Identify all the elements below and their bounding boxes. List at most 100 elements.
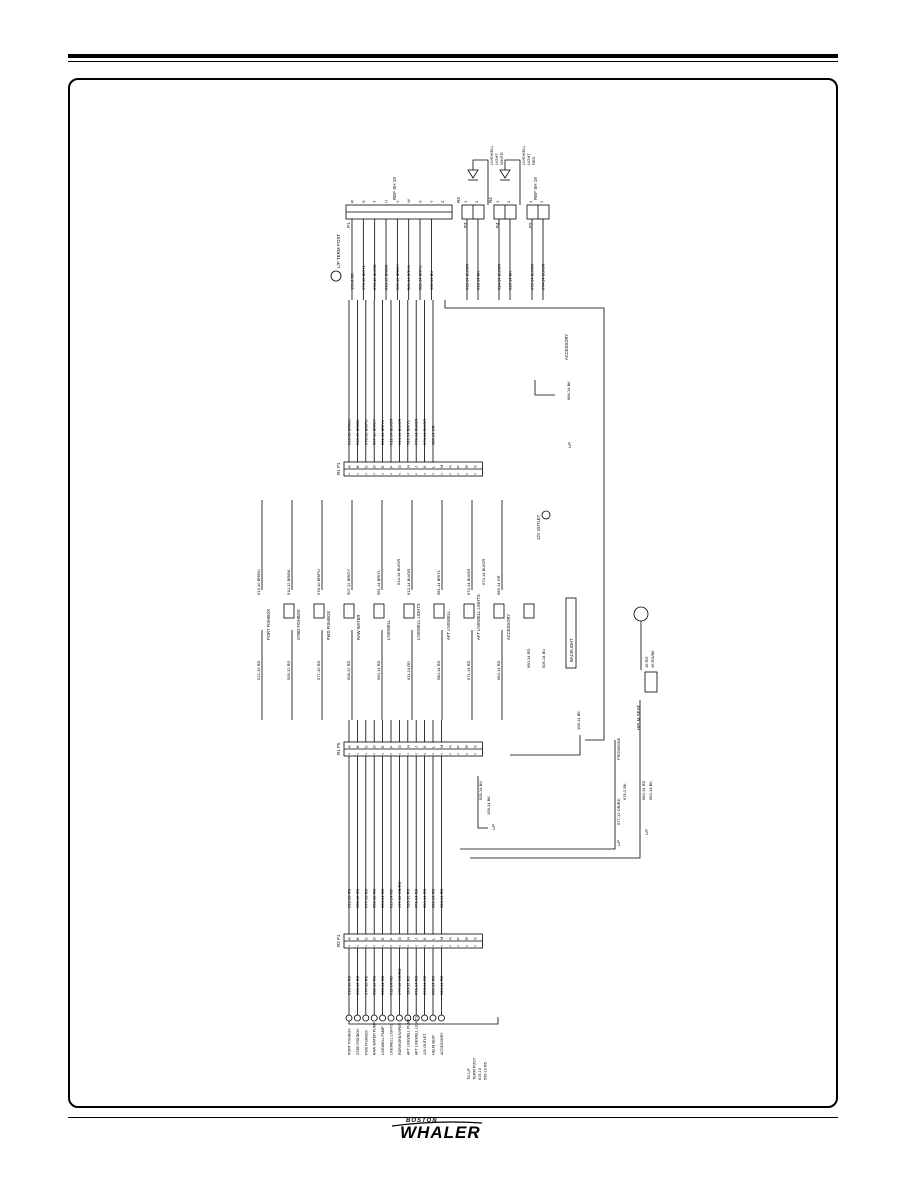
- right-wire-label: 513-10 BR/BU: [347, 419, 352, 445]
- switch-out-label: 578-10 BR/PU: [316, 569, 321, 595]
- left-connector-pin-label: G: [397, 937, 402, 940]
- left-connector-pin-label: C: [363, 937, 368, 940]
- right-connector-pin-label: D: [372, 465, 377, 468]
- left-wire-out-label: 580-12 RD: [405, 889, 410, 908]
- left-connector-pin-label: D: [372, 937, 377, 940]
- right-wire-label: 510-12 BR/BK: [355, 419, 360, 445]
- switch-icon: [403, 603, 415, 619]
- left-connector-pin-mark: <: [447, 944, 452, 947]
- switch-in-label: 508-12 RD: [346, 661, 351, 680]
- power-wire-label: 676-2 BK: [622, 783, 627, 800]
- middle-connector-pin-label: S: [473, 745, 478, 748]
- left-source-label: LIVEWELL PUMP: [381, 1026, 385, 1055]
- top-connector-pin-label: V: [395, 200, 400, 203]
- right-connector-pin-label: M: [439, 465, 444, 468]
- ground-wire-label: 505-14 BU: [478, 781, 483, 800]
- left-source-label: RAW WATER PUMP: [373, 1021, 377, 1055]
- left-source-label: HELM SEAT: [432, 1034, 436, 1055]
- right-wire-label: 561-14 BR/YL: [380, 419, 385, 445]
- left-bottom-note: 506-10 RD: [484, 1061, 488, 1080]
- middle-connector-pin-mark: <: [405, 752, 410, 755]
- middle-connector-pin-label: K: [422, 745, 427, 748]
- left-connector-pin-label: K: [422, 937, 427, 940]
- right-connector-pin-label: P: [456, 465, 461, 468]
- left-source-label: FWD FISHBOX: [364, 1029, 368, 1055]
- middle-connector-pin-label: N: [447, 745, 452, 748]
- r3-name: R3: [456, 197, 461, 203]
- left-source-label: ACCESSORY: [440, 1032, 444, 1055]
- helm-seat-lp-label: L/P: [644, 829, 649, 835]
- left-connector-pin-mark: <: [389, 944, 394, 947]
- sub-wire-label: 672-14 BU/OR: [530, 264, 535, 290]
- logo-swoosh-icon: [392, 1121, 482, 1127]
- right-wire-label: 674-14 BU/OR: [422, 419, 427, 445]
- switch-in-label: 560-14 RD: [376, 661, 381, 680]
- middle-connector-pin-mark: <: [355, 752, 360, 755]
- left-bottom-note: TERM POST: [473, 1057, 477, 1080]
- source-terminal-icon: [387, 1014, 395, 1022]
- left-source-label: STBD FISHBOX: [356, 1028, 360, 1055]
- boston-whaler-logo: BOSTON WHALER ®: [392, 1118, 512, 1148]
- middle-connector-pin-label: E: [380, 745, 385, 748]
- middle-connector-pin-label: P: [456, 745, 461, 748]
- source-terminal-icon: [429, 1014, 437, 1022]
- left-source-label: 12V OUTLET: [423, 1033, 427, 1055]
- middle-connector-pin-mark: <: [372, 752, 377, 755]
- horn-icon: [633, 606, 649, 622]
- left-source-label: PORT FISHBOX: [348, 1028, 352, 1055]
- registered-mark: ®: [474, 1134, 478, 1140]
- left-connector-pin-mark: <: [380, 944, 385, 947]
- top-wire-label: 152-8 RD: [350, 273, 355, 290]
- right-connector-pin-label: H: [405, 465, 410, 468]
- led-icon: [499, 169, 511, 179]
- middle-connector-pin-label: G: [397, 745, 402, 748]
- switch-icon: [343, 603, 355, 619]
- right-connector-pin-mark: <: [422, 472, 427, 475]
- left-connector-pin-mark: <: [473, 944, 478, 947]
- right-connector-name2: R1: [336, 469, 341, 475]
- led-label: LIVEWELL: [521, 145, 526, 165]
- source-terminal-icon: [437, 1014, 445, 1022]
- accessory-lp-label: L/P: [567, 442, 572, 448]
- p3-pin-label: 1: [463, 200, 468, 203]
- switch-label: ACCESSORY: [506, 614, 511, 640]
- left-source-label: RDR/HORN/WIPER: [398, 1022, 402, 1055]
- right-connector-pin-mark: <: [372, 472, 377, 475]
- left-wire-out-label: 684-14 RD: [439, 889, 444, 908]
- horn-wire-label: 16 RD/BK: [650, 650, 655, 668]
- top-connector-name: P1: [346, 222, 351, 228]
- top-wire-label: 505-14 BU: [429, 271, 434, 290]
- right-connector-pin-label: S: [473, 465, 478, 468]
- middle-connector-pin-mark: <: [473, 752, 478, 755]
- right-wire-label: 581-14 BR/YL: [405, 419, 410, 445]
- sub-wire-label: 615-14 BK: [508, 271, 513, 290]
- middle-connector-pin-label: R: [464, 745, 469, 748]
- middle-connector-pin-mark: <: [380, 752, 385, 755]
- power-wire-label: 677-12 OR/RD: [616, 798, 621, 825]
- right-wire-label: 612-14 BU/OR: [389, 419, 394, 445]
- source-terminal-icon: [362, 1014, 370, 1022]
- switch-out-label: 561-14 BR/YL: [376, 569, 381, 595]
- left-wire-out-label: 611-14 RD: [389, 889, 394, 908]
- ground-wire-label: 158-14 BK: [486, 796, 491, 815]
- top-wire-label: 578-10 BK/RD: [372, 264, 377, 290]
- ref-sheet-label-2: REF SH 19: [533, 177, 538, 200]
- left-wire-out-label: 682-14 RD: [431, 889, 436, 908]
- term-post-icon: [330, 270, 342, 282]
- left-wire-out-label: 512-10 RD: [347, 889, 352, 908]
- switch-out-label: 685-14 GR: [496, 575, 501, 595]
- left-wire-in-label: 508-12 RD: [372, 976, 377, 995]
- r4-name: R4: [488, 197, 493, 203]
- ref-sheet-label: REF SH 19: [392, 177, 397, 200]
- power-lp-label: L/P: [616, 840, 621, 846]
- switch-in-label: 512-10 RD: [256, 661, 261, 680]
- switch-in-label: 684-14 RD: [496, 661, 501, 680]
- right-connector-pin-mark: <: [414, 472, 419, 475]
- middle-connector-pin-label: C: [363, 745, 368, 748]
- top-connector-pin-label: X: [418, 200, 423, 203]
- switch-in-label: 580-14 RD: [436, 661, 441, 680]
- right-connector-pin-label: J: [414, 466, 419, 468]
- helm-seat-wire: [470, 700, 641, 859]
- left-wire-out-label: 560-14 RD: [380, 889, 385, 908]
- left-wire-in-label: 690-14 RD: [422, 976, 427, 995]
